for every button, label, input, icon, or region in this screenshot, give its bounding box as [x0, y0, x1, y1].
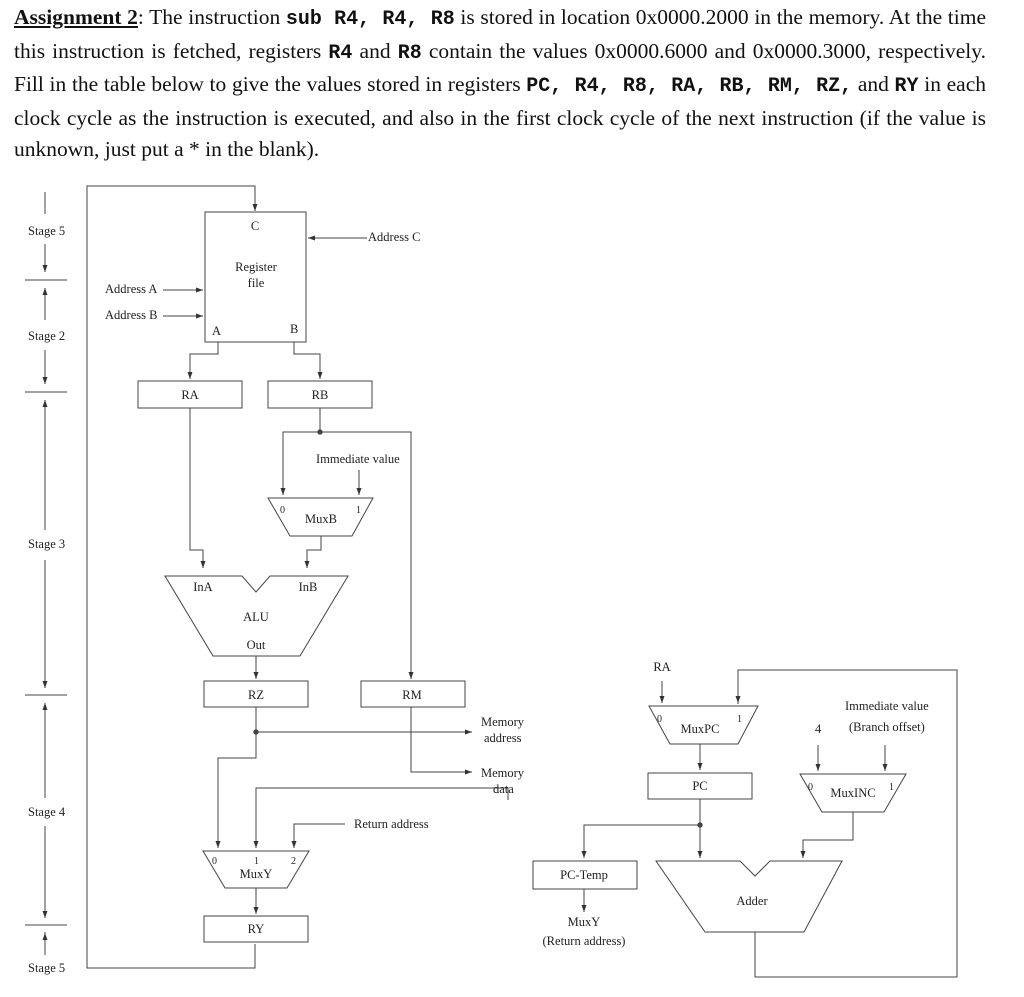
address-a-label: Address A: [105, 282, 157, 296]
muxy-label: MuxY: [240, 867, 273, 881]
rm-box: [360, 680, 466, 708]
question-text-part: : The instruction: [137, 5, 286, 29]
question-text: Assignment 2: The instruction sub R4, R4…: [14, 2, 986, 166]
alu-label: ALU: [243, 610, 269, 624]
memory-address-label: Memory: [481, 715, 525, 729]
muxy-in1-label: 1: [254, 856, 259, 867]
port-a-label: A: [212, 324, 221, 338]
muxb-shape: [267, 497, 374, 537]
register-r4: R4: [328, 41, 353, 65]
question-text-part: in each clock cycle as the instruction i…: [14, 72, 986, 161]
address-b-label: Address B: [105, 308, 157, 322]
alu-ina-label: InA: [193, 580, 212, 594]
muxy-in2-label: 2: [291, 856, 296, 867]
port-c-label: C: [251, 219, 259, 233]
pc-temp-label: PC-Temp: [560, 868, 608, 882]
muxinc-in1-label: 1: [889, 782, 894, 793]
register-file-box: [204, 211, 307, 343]
stage-label: Stage 5: [28, 961, 65, 975]
register-r8: R8: [397, 41, 422, 65]
rz-label: RZ: [248, 688, 264, 702]
register-ry: RY: [894, 75, 919, 98]
muxb-in0-label: 0: [280, 505, 285, 516]
muxpc-in1-label: 1: [737, 714, 742, 725]
return-address-label: Return address: [354, 817, 429, 831]
alu-out-label: Out: [247, 638, 266, 652]
ifu-ra-label: RA: [653, 660, 670, 674]
register-file-label: file: [248, 276, 265, 290]
register-file-label: Register: [235, 260, 277, 274]
ra-label: RA: [181, 388, 198, 402]
register-list: PC, R4, R8, RA, RB, RM, RZ,: [526, 75, 853, 98]
muxpc-shape: [648, 705, 759, 745]
muxy-note-label: (Return address): [543, 934, 626, 948]
muxb-in1-label: 1: [356, 505, 361, 516]
branch-imm-label: (Branch offset): [849, 720, 925, 734]
stage-label: Stage 5: [28, 224, 65, 238]
muxpc-in0-label: 0: [657, 714, 662, 725]
question-text-part: is stored in location 0x0000.2000 in the…: [14, 5, 986, 63]
muxy-shape: [202, 850, 310, 889]
stage-label: Stage 2: [28, 329, 65, 343]
memory-data-label: Memory: [481, 766, 525, 780]
rb-label: RB: [312, 388, 329, 402]
immediate-value-label: Immediate value: [316, 452, 400, 466]
assignment-heading: Assignment 2: [14, 5, 138, 29]
alu-inb-label: InB: [299, 580, 318, 594]
muxy-note-label: MuxY: [568, 915, 601, 929]
alu-shape: [164, 575, 349, 657]
question-text-part: and: [852, 72, 895, 96]
stage-label: Stage 3: [28, 537, 65, 551]
memory-data-label: data: [493, 782, 514, 796]
question-text-part: and: [352, 38, 398, 63]
adder-shape: [655, 860, 843, 933]
stage-label: Stage 4: [28, 805, 66, 819]
muxy-in0-label: 0: [212, 856, 217, 867]
muxinc-label: MuxINC: [830, 786, 875, 800]
muxpc-label: MuxPC: [681, 722, 720, 736]
pc-temp-box: [532, 860, 638, 890]
constant-four-label: 4: [815, 722, 822, 736]
question-text-part: contain the values 0x0000.6000 and 0x000…: [14, 38, 986, 97]
adder-label: Adder: [736, 894, 768, 908]
muxb-label: MuxB: [305, 512, 337, 526]
pc-label: PC: [692, 779, 707, 793]
muxinc-shape: [799, 773, 907, 813]
port-b-label: B: [290, 322, 298, 336]
rm-label: RM: [402, 688, 421, 702]
address-c-label: Address C: [368, 230, 420, 244]
ry-label: RY: [248, 922, 265, 936]
ry-box: [203, 915, 309, 943]
muxinc-in0-label: 0: [808, 782, 813, 793]
branch-imm-label: Immediate value: [845, 699, 929, 713]
datapath-diagram: Stage 5 Stage 2 Stage 3 Stage 4 Stage 5 …: [25, 185, 958, 978]
memory-address-label: address: [484, 731, 522, 745]
instruction-code: sub R4, R4, R8: [285, 8, 455, 31]
